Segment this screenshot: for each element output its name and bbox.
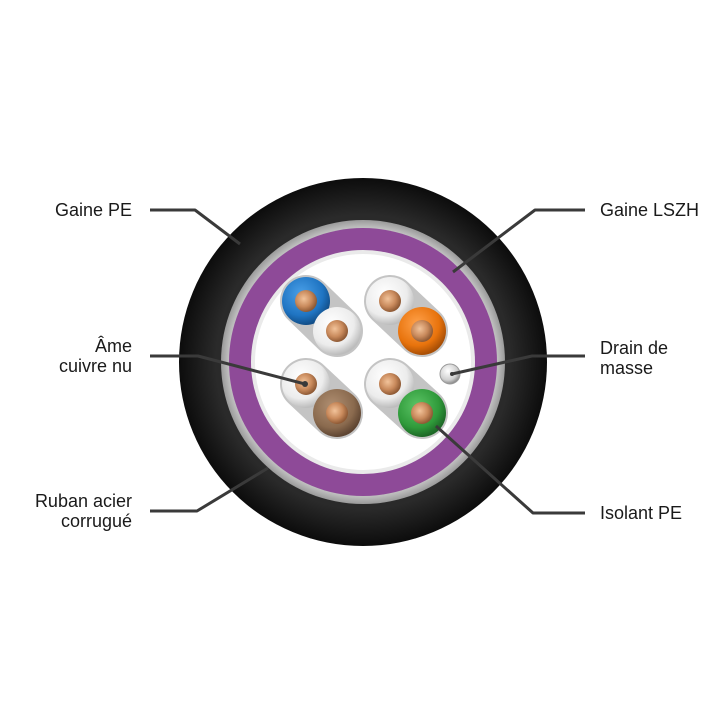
leader-gaine-pe <box>150 208 241 246</box>
copper-core <box>379 373 401 395</box>
leader-isolant-pe <box>434 424 585 515</box>
copper-core <box>295 290 317 312</box>
copper-core <box>326 320 348 342</box>
pair-orange <box>364 275 448 357</box>
leader-dot <box>450 372 454 376</box>
label-drain-de-masse: Drain de masse <box>600 338 669 378</box>
label-gaine-lszh: Gaine LSZH <box>600 200 700 220</box>
copper-core <box>379 290 401 312</box>
leader-gaine-lszh <box>452 208 585 274</box>
pair-green <box>364 358 448 439</box>
leader-dot <box>302 381 308 387</box>
label-ruban-acier-corrugue: Ruban acier corrugué <box>34 491 132 531</box>
copper-core <box>326 402 348 424</box>
label-ame-cuivre-nu: Âme cuivre nu <box>58 336 132 376</box>
leader-drain <box>451 354 585 376</box>
leader-ruban-acier <box>150 466 269 513</box>
pair-blue <box>280 275 363 357</box>
leader-ame-cuivre <box>150 354 306 386</box>
label-gaine-pe: Gaine PE <box>54 200 132 220</box>
label-isolant-pe: Isolant PE <box>600 503 683 523</box>
copper-core <box>411 320 433 342</box>
copper-core <box>411 402 433 424</box>
